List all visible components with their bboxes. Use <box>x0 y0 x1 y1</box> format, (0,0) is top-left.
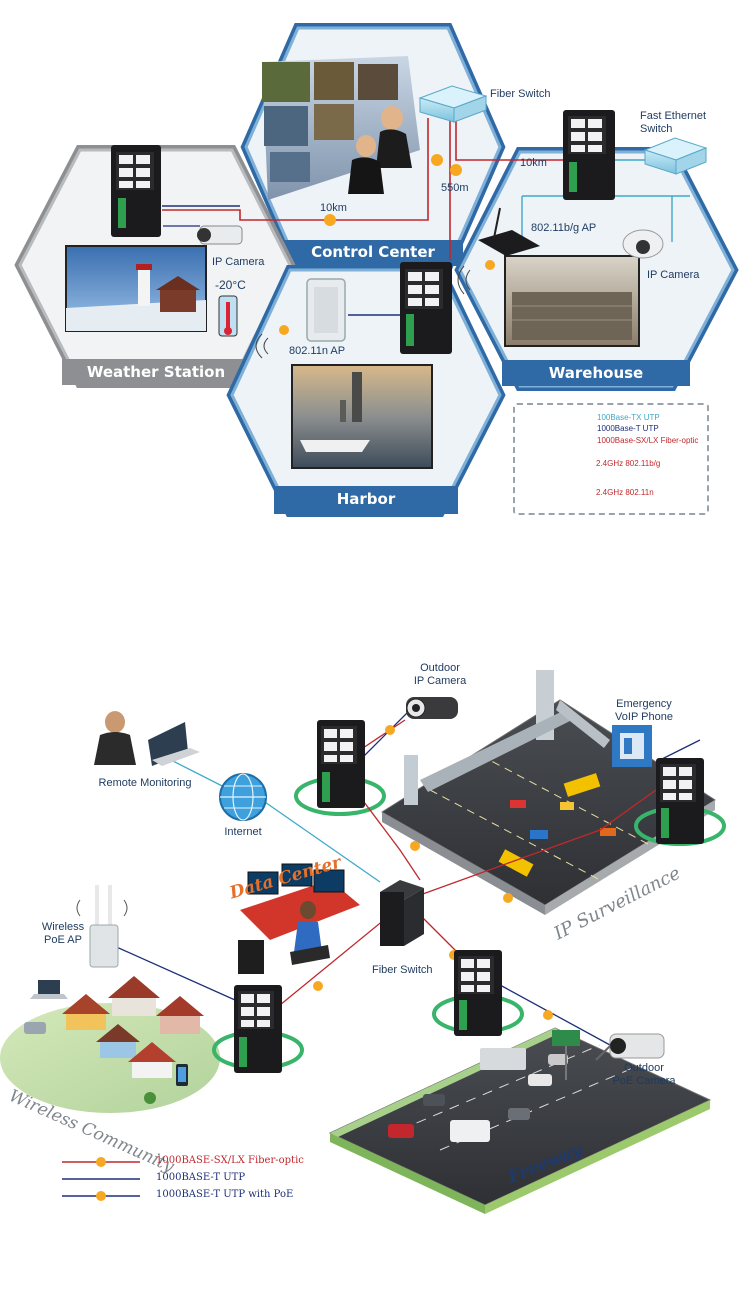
label-emergency-2: VoIP Phone <box>615 711 673 723</box>
label-outdoor-poe-camera-1: Outdoor <box>624 1062 664 1074</box>
label-fast-ethernet-1: Fast Ethernet <box>640 110 707 122</box>
wireless-poe-ap-device <box>76 885 128 968</box>
freeway-sign <box>552 1030 580 1080</box>
top-switch-harbor <box>400 262 452 354</box>
label-distance-1: 10km <box>320 202 347 214</box>
remote-monitoring-person <box>94 711 200 766</box>
zone-title-control-center: Control Center <box>311 243 435 261</box>
emergency-voip-phone-device <box>612 725 652 767</box>
data-center-workstation <box>238 863 360 974</box>
legend-top-item-5: 2.4GHz 802.11n <box>596 488 654 497</box>
legend-top <box>513 403 709 515</box>
hex-weather-station <box>14 145 296 388</box>
outdoor-ip-camera-device <box>406 697 458 719</box>
ip-camera-weather-device <box>197 225 243 245</box>
legend-top-item-2: 1000Base-T UTP <box>597 424 659 433</box>
hex-warehouse <box>454 147 739 391</box>
fast-ethernet-switch-device <box>643 137 708 175</box>
outdoor-poe-camera-device <box>595 1033 665 1061</box>
label-wireless-poe-ap-1: Wireless <box>41 921 85 933</box>
label-fiber-switch-top: Fiber Switch <box>490 88 551 100</box>
label-temperature: -20°C <box>215 278 246 292</box>
fiber-switch-device <box>418 85 488 123</box>
label-distance-3: 10km <box>520 157 547 169</box>
label-ap-80211bg: 802.11b/g AP <box>531 222 597 234</box>
legend-top-item-3: 1000Base-SX/LX Fiber-optic <box>597 436 699 445</box>
internet-globe-icon <box>219 773 267 821</box>
label-distance-2: 550m <box>441 182 469 194</box>
top-switch-weather <box>111 145 161 237</box>
community-laptop-device <box>30 980 68 999</box>
hex-control-center <box>240 23 506 271</box>
top-switch-warehouse <box>563 110 615 200</box>
hex-harbor <box>226 265 506 517</box>
legend-bottom-item-1: 1000BASE-SX/LX Fiber-optic <box>156 1155 304 1166</box>
switch-community <box>234 985 282 1073</box>
label-outdoor-ip-camera-2: IP Camera <box>413 675 467 687</box>
legend-bottom-item-2: 1000BASE-T UTP <box>156 1172 246 1183</box>
label-fast-ethernet-2: Switch <box>640 123 673 135</box>
switch-freeway <box>454 950 502 1036</box>
community-phone-device <box>176 1064 188 1086</box>
label-emergency-1: Emergency <box>616 698 672 710</box>
switch-surveillance-right <box>656 758 704 844</box>
label-remote-monitoring: Remote Monitoring <box>98 777 192 789</box>
wireless-ap-bg-device <box>478 207 540 256</box>
freeway-platform <box>328 1027 712 1214</box>
ip-camera-warehouse-device <box>622 229 664 259</box>
switch-surveillance-left <box>317 720 365 808</box>
fiber-switch-rack <box>380 880 424 946</box>
label-ip-camera-warehouse: IP Camera <box>647 269 700 281</box>
label-outdoor-poe-camera-2: PoE Camera <box>612 1075 676 1087</box>
zone-title-harbor: Harbor <box>336 490 396 508</box>
legend-bottom-item-3: 1000BASE-T UTP with PoE <box>156 1189 294 1200</box>
community-platform <box>0 976 220 1113</box>
label-ip-camera-weather: IP Camera <box>212 256 265 268</box>
road-intersection-platform <box>381 670 716 915</box>
label-ap-80211n: 802.11n AP <box>289 345 346 357</box>
zone-title-warehouse: Warehouse <box>548 364 644 382</box>
label-internet: Internet <box>224 826 262 838</box>
zone-title-weather-station: Weather Station <box>86 363 226 381</box>
legend-bottom-samples <box>62 1157 140 1201</box>
label-wireless-poe-ap-2: PoE AP <box>44 934 82 946</box>
wireless-waves-top <box>255 260 495 359</box>
legend-top-item-1: 100Base-TX UTP <box>597 413 660 422</box>
legend-top-item-4: 2.4GHz 802.11b/g <box>596 459 661 468</box>
label-fiber-switch-bottom: Fiber Switch <box>372 964 433 976</box>
top-links <box>162 118 690 316</box>
label-outdoor-ip-camera-1: Outdoor <box>420 662 460 674</box>
